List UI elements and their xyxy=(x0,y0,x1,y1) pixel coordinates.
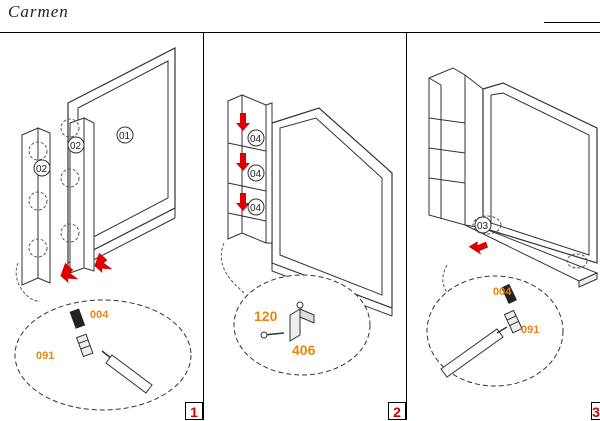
part-label-04-top: 04 xyxy=(250,134,262,145)
brand-title: Carmen xyxy=(8,2,69,21)
part-label-02-right: 02 xyxy=(70,141,82,152)
part-label-02-left: 02 xyxy=(36,164,48,175)
part-code-091: 091 xyxy=(36,350,54,362)
part-code-091: 091 xyxy=(521,324,539,336)
step-2-illustration: 04 04 04 120 406 xyxy=(220,94,393,376)
part-label-01: 01 xyxy=(119,131,131,142)
panel-divider-1 xyxy=(203,32,204,420)
part-label-04-middle: 04 xyxy=(250,169,262,180)
step-3-illustration: 03 004 091 xyxy=(426,67,599,387)
part-label-04-bottom: 04 xyxy=(250,203,262,214)
step-number-2: 2 xyxy=(388,402,406,420)
step-number-3: 3 xyxy=(591,402,600,420)
part-code-120: 120 xyxy=(254,308,278,324)
part-code-004: 004 xyxy=(493,286,512,298)
step-number-1: 1 xyxy=(185,402,203,420)
part-code-406: 406 xyxy=(292,342,316,358)
header-tab xyxy=(544,22,600,33)
panel-divider-2 xyxy=(406,32,407,420)
step-1-illustration: 02 02 01 004 091 xyxy=(14,47,192,411)
part-code-004: 004 xyxy=(90,309,109,321)
part-label-03: 03 xyxy=(477,221,489,232)
header-rule xyxy=(0,32,600,33)
